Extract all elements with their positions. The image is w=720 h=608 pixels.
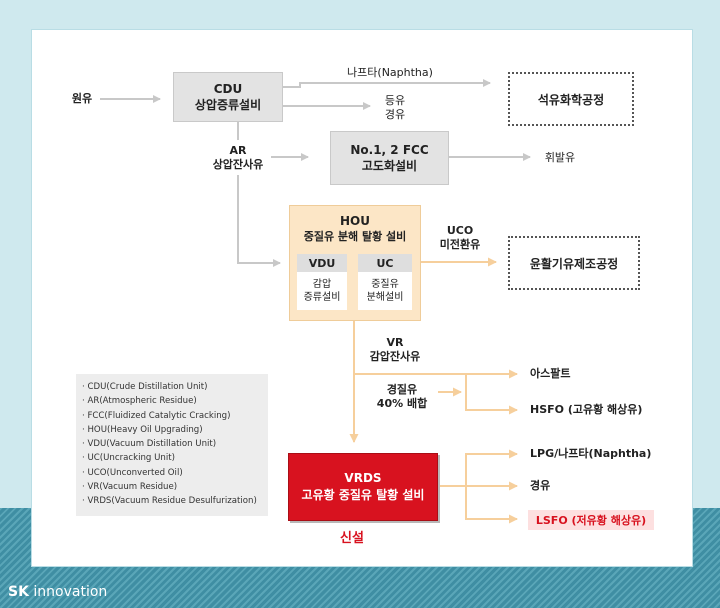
hou-subtitle: 중질유 분해 탈황 설비 [303, 230, 407, 243]
lpg-label: LPG/나프타(Naphtha) [530, 447, 652, 460]
legend-item: · FCC(Fluidized Catalytic Cracking) [82, 410, 231, 421]
vdu-body: 감압 증류설비 [297, 272, 347, 310]
legend-item: · UC(Uncracking Unit) [82, 453, 175, 464]
ar-subtitle: 상압잔사유 [212, 158, 264, 171]
uco-label: UCO 미전환유 [428, 224, 492, 252]
fcc-title: No.1, 2 FCC [350, 143, 429, 157]
legend-item: · VDU(Vacuum Distillation Unit) [82, 439, 217, 450]
vr-label: VR 감압잔사유 [358, 336, 432, 364]
fcc-subtitle: 고도화설비 [361, 159, 418, 173]
vdu-header: VDU [297, 254, 347, 272]
uco-subtitle: 미전환유 [439, 238, 481, 251]
ar-title: AR [229, 144, 247, 157]
vdu-line2: 증류설비 [303, 292, 341, 303]
naphtha-label: 나프타(Naphtha) [347, 66, 433, 79]
uc-header: UC [358, 254, 412, 272]
diesel-top-label: 경유 [384, 108, 406, 121]
ar-label: AR 상압잔사유 [202, 144, 274, 172]
vr-title: VR [386, 336, 404, 349]
arrow-naphtha [281, 79, 491, 88]
logo-sk: SK [8, 584, 29, 600]
vr-subtitle: 감압잔사유 [369, 350, 421, 363]
legend-item: · UCO(Unconverted Oil) [82, 467, 183, 478]
legend-item: · VRDS(Vacuum Residue Desulfurization) [82, 496, 257, 507]
legend-item: · VR(Vacuum Residue) [82, 482, 178, 493]
crude-label: 원유 [71, 92, 93, 105]
vrds-box: VRDS 고유황 중질유 탈황 설비 [288, 453, 438, 521]
petrochem-label: 석유화학공정 [537, 92, 605, 107]
gasoline-label: 휘발유 [544, 151, 576, 164]
uc-line1: 중질유 [371, 279, 399, 290]
uco-title: UCO [446, 224, 474, 237]
kerosene-label: 등유 [384, 94, 406, 107]
vrds-subtitle: 고유황 중질유 탈황 설비 [301, 488, 425, 502]
sk-innovation-logo: SK innovation [8, 584, 107, 600]
cdu-box: CDU 상압증류설비 [173, 72, 283, 122]
hsfo-label: HSFO (고유황 해상유) [530, 403, 643, 416]
asphalt-label: 아스팔트 [530, 367, 571, 380]
lsfo-label: LSFO (저유황 해상유) [528, 510, 654, 530]
vdu-line1: 감압 [312, 279, 332, 290]
legend-item: · AR(Atmospheric Residue) [82, 396, 197, 407]
uc-line2: 분해설비 [366, 292, 404, 303]
cdu-title: CDU [213, 82, 243, 96]
light-oil-title: 경질유 [386, 383, 418, 396]
hou-title: HOU [340, 214, 370, 228]
lube-label: 윤활기유제조공정 [529, 256, 619, 271]
arrow-to-lsfo [465, 486, 518, 524]
blend-ratio: 40% 배합 [376, 397, 428, 410]
arrow-blend [465, 374, 518, 415]
logo-innovation: innovation [28, 584, 108, 600]
fcc-box: No.1, 2 FCC 고도화설비 [330, 131, 449, 185]
abbreviation-legend: · CDU(Crude Distillation Unit) · AR(Atmo… [76, 374, 268, 516]
light-oil-label: 경질유 40% 배합 [372, 383, 432, 411]
lube-box: 윤활기유제조공정 [508, 236, 640, 290]
diesel-bottom-label: 경유 [530, 479, 551, 492]
hou-box: HOU 중질유 분해 탈황 설비 VDU 감압 증류설비 UC 중질유 분해설비 [289, 205, 421, 321]
new-facility-label: 신설 [340, 531, 364, 546]
vrds-title: VRDS [344, 471, 382, 485]
arrow-to-lpg [465, 449, 518, 486]
arrow-ar-to-hou [237, 175, 281, 267]
cdu-subtitle: 상압증류설비 [194, 98, 262, 112]
petrochem-box: 석유화학공정 [508, 72, 634, 126]
uc-body: 중질유 분해설비 [358, 272, 412, 310]
legend-item: · HOU(Heavy Oil Upgrading) [82, 424, 203, 435]
legend-item: · CDU(Crude Distillation Unit) [82, 382, 208, 392]
